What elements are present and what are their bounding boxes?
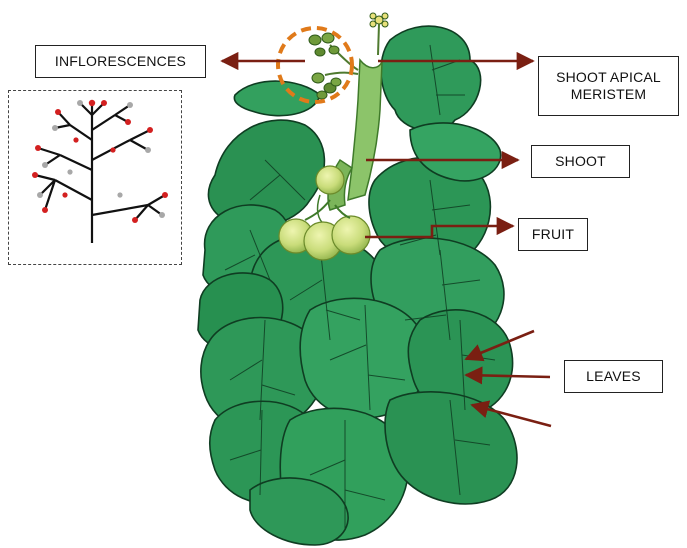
label-leaves: LEAVES [564,360,663,393]
label-fruit-text: FRUIT [532,226,574,243]
leaf-upper-left [234,81,320,116]
leaf-upper-right [381,26,481,131]
inflorescence-inset-frame [8,90,182,265]
label-shoot-text: SHOOT [555,153,606,170]
label-fruit: FRUIT [518,218,588,251]
fruit-4 [332,216,370,254]
label-shoot-apical-meristem: SHOOT APICAL MERISTEM [538,56,679,116]
label-sam-line1: SHOOT APICAL [556,69,661,86]
label-sam-line2: MERISTEM [571,86,647,103]
label-inflorescences: INFLORESCENCES [35,45,206,78]
label-leaves-text: LEAVES [586,368,641,385]
label-shoot: SHOOT [531,145,630,178]
label-inflorescences-text: INFLORESCENCES [55,53,186,70]
fruit-1 [316,166,344,194]
